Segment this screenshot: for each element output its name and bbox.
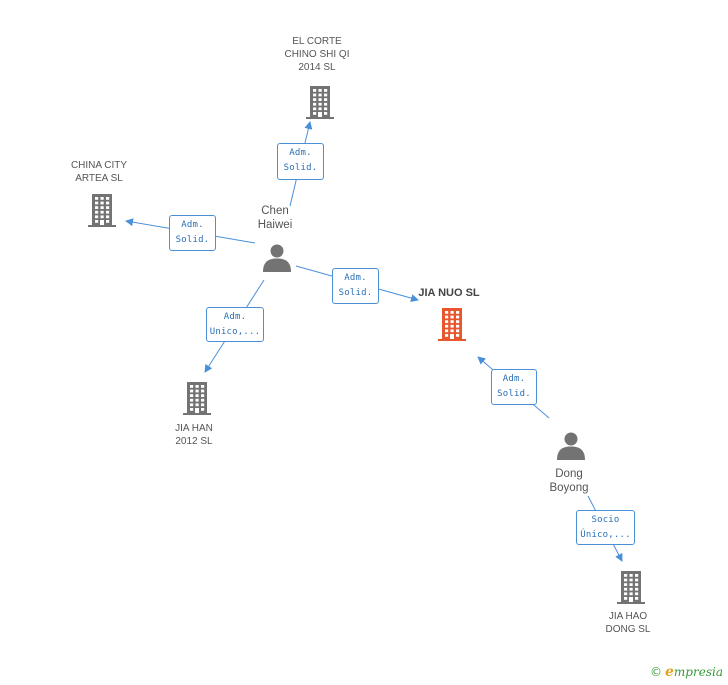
edge-label-line: Solid. <box>283 163 318 173</box>
logo-initial: e <box>665 664 674 680</box>
company-label-jia-hao[interactable]: JIA HAO DONG SL <box>578 610 678 636</box>
label-line: EL CORTE <box>292 36 342 47</box>
label-line: Haiwei <box>257 219 293 231</box>
edge-label-line: Adm. <box>223 312 247 322</box>
edge-label-line: Solid. <box>175 235 210 245</box>
label-line: 2014 SL <box>298 62 336 73</box>
edge-label-line: Unico,... <box>209 327 261 337</box>
edge-label-line: Solid. <box>497 389 531 399</box>
edge-label-dong-jia-hao[interactable]: Socio Único,... <box>576 510 635 545</box>
edge-label-chen-el-corte[interactable]: Adm. Solid. <box>277 143 324 180</box>
building-icon-jia-han[interactable] <box>181 380 213 421</box>
label-line: Chen <box>261 205 289 217</box>
edge-label-line: Adm. <box>289 148 312 158</box>
company-label-jia-han[interactable]: JIA HAN 2012 SL <box>144 422 244 448</box>
copyright-symbol: © <box>650 665 662 679</box>
label-line: JIA HAO <box>608 611 648 622</box>
edge-label-line: Único,... <box>580 530 631 540</box>
label-line: CHINA CITY <box>70 160 128 171</box>
label-line: JIA HAN <box>175 423 213 434</box>
label-line: 2012 SL <box>175 436 213 447</box>
person-label-chen[interactable]: Chen Haiwei <box>235 204 315 232</box>
label-line: Dong <box>555 468 583 480</box>
building-icon-jia-hao[interactable] <box>615 569 647 610</box>
label-line: Boyong <box>549 482 589 494</box>
logo-text: mpresia <box>673 665 723 679</box>
label-line: CHINO SHI QI <box>284 49 350 60</box>
label-line: DONG SL <box>605 624 651 635</box>
empresia-logo[interactable]: ©empresia <box>650 664 723 680</box>
company-label-jia-nuo[interactable]: JIA NUO SL <box>399 287 499 300</box>
person-icon-dong[interactable] <box>556 431 586 466</box>
label-line: ARTEA SL <box>75 173 123 184</box>
person-label-dong[interactable]: Dong Boyong <box>529 467 609 495</box>
edge-label-line: Solid. <box>338 288 373 298</box>
person-icon-chen[interactable] <box>262 243 292 278</box>
edge-label-line: Adm. <box>502 374 526 384</box>
building-icon-china-city[interactable] <box>86 192 118 233</box>
building-icon-jia-nuo[interactable] <box>436 306 468 347</box>
edge-label-line: Adm. <box>181 220 204 230</box>
edge-label-chen-jia-han[interactable]: Adm. Unico,... <box>206 307 264 342</box>
edge-label-chen-jia-nuo[interactable]: Adm. Solid. <box>332 268 379 304</box>
label-line: JIA NUO SL <box>418 287 480 299</box>
building-icon-el-corte[interactable] <box>304 84 336 125</box>
edge-label-line: Socio <box>591 515 620 525</box>
edge-label-dong-jia-nuo[interactable]: Adm. Solid. <box>491 369 537 405</box>
edge-label-chen-china-city[interactable]: Adm. Solid. <box>169 215 216 251</box>
company-label-el-corte[interactable]: EL CORTE CHINO SHI QI 2014 SL <box>267 35 367 74</box>
edge-label-line: Adm. <box>344 273 367 283</box>
company-label-china-city[interactable]: CHINA CITY ARTEA SL <box>49 159 149 185</box>
